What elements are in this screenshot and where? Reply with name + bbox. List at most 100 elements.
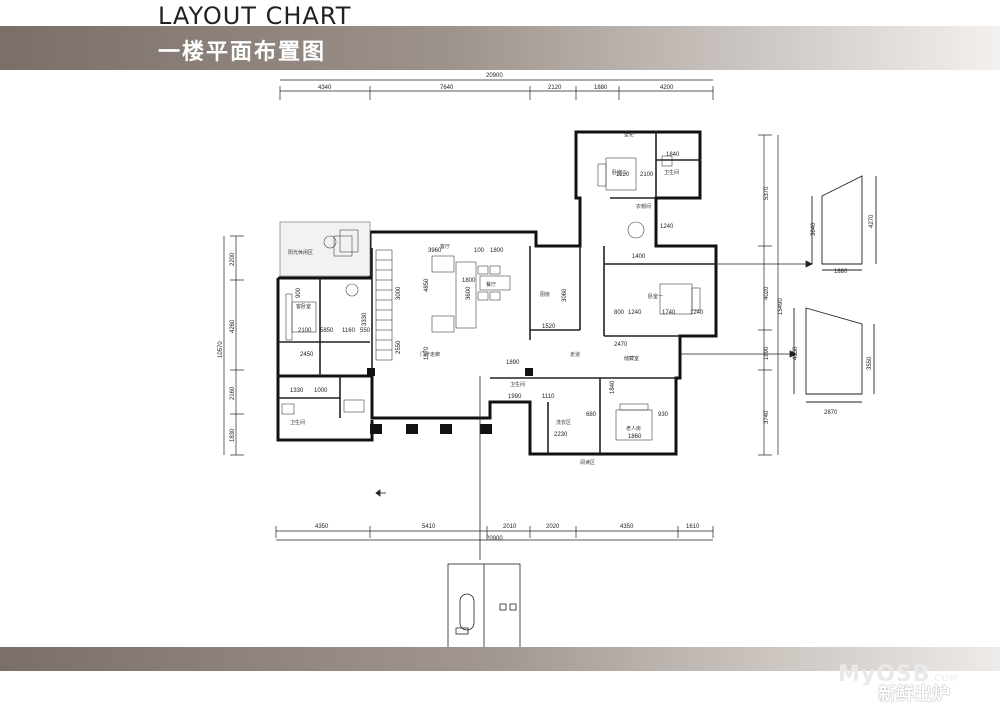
bottom-seg-2: 2010: [503, 524, 517, 530]
mid-bedroom: [659, 283, 701, 315]
inner-dim: 1400: [632, 254, 646, 260]
room-laundry: 洗衣区: [556, 419, 571, 426]
right-seg-1: 4020: [764, 286, 770, 300]
bottom-total-dim: 20900: [486, 536, 503, 542]
elev-upper-right: 4270: [869, 214, 875, 228]
inner-dim: 1740: [662, 310, 676, 316]
inner-dim: 3960: [428, 248, 442, 254]
elev-upper-left: 3640: [811, 222, 817, 236]
top-seg-4: 4200: [660, 85, 674, 91]
room-closet: 衣帽间: [636, 203, 651, 210]
room-hall: 门厅走廊: [420, 351, 440, 358]
page-title: LAYOUT CHART: [158, 2, 352, 30]
inner-dim: 1240: [690, 310, 704, 316]
room-reading: 阅读区: [580, 459, 595, 466]
elev-upper-width: 1880: [834, 269, 848, 275]
inner-dim: 1800: [490, 248, 504, 254]
room-living: 客厅: [440, 243, 450, 250]
room-bedroom-top: 卧室二: [612, 169, 627, 176]
elev-lower-right: 3550: [867, 356, 873, 370]
bottom-seg-1: 5410: [422, 524, 436, 530]
watermark: MyOSB.COM: [838, 662, 959, 687]
interior-walls: [278, 132, 716, 454]
bottom-dimension: [275, 526, 714, 541]
inner-dim: 3000: [396, 286, 402, 300]
top-seg-0: 4340: [318, 85, 332, 91]
bottom-seg-3: 2020: [546, 524, 560, 530]
watermark-text: MyOSB: [838, 662, 931, 687]
header-band: [0, 26, 1000, 70]
top-total-dim: 20900: [486, 73, 503, 79]
right-total-dim: 15490: [778, 298, 784, 315]
inner-dim: 1870: [424, 346, 430, 360]
room-bedroom-mid: 卧室一: [648, 293, 663, 300]
inner-dim: 1330: [290, 388, 304, 394]
inner-dim: 2470: [614, 342, 628, 348]
room-kitchen: 厨房: [540, 291, 550, 298]
inner-dim: 1000: [314, 388, 328, 394]
inner-dim: 1240: [628, 310, 642, 316]
top-seg-3: 1880: [594, 85, 608, 91]
inner-dim: 4850: [424, 278, 430, 292]
inner-dim: 1160: [342, 328, 356, 334]
top-seg-1: 7640: [440, 85, 454, 91]
inner-dim: 3060: [562, 288, 568, 302]
room-pantry: 壁柜: [624, 131, 634, 138]
room-bedroom-left: 客卧室: [296, 303, 311, 310]
detail-box: [447, 563, 521, 651]
elevation-lower: [793, 307, 875, 403]
inner-dim: 900: [296, 287, 302, 298]
elev-lower-width: 2870: [824, 410, 838, 416]
room-bath-center: 卫生间: [510, 381, 525, 388]
inner-dims: 3960 100 1800 1800 3600 3000 4850 3060 2…: [290, 152, 704, 440]
inner-dim: 680: [586, 412, 597, 418]
elevation-upper: [811, 175, 877, 271]
inner-dim: 1800: [462, 278, 476, 284]
inner-dim: 1840: [610, 380, 616, 394]
room-elder: 老人房: [626, 425, 641, 432]
room-dining: 餐厅: [486, 281, 496, 288]
room-bath-left: 卫生间: [290, 419, 305, 426]
top-segments: 4340 7640 2120 1880 4200: [318, 85, 674, 91]
inner-dim: 2450: [300, 352, 314, 358]
inner-dim: 2230: [554, 432, 568, 438]
top-seg-2: 2120: [548, 85, 562, 91]
bottom-seg-0: 4350: [315, 524, 329, 530]
page-subtitle: 一楼平面布置图: [158, 39, 327, 65]
living-furniture: [323, 229, 511, 333]
inner-dim: 1110: [542, 394, 555, 400]
top-bedroom: [597, 155, 673, 239]
inner-dim: 1890: [506, 360, 520, 366]
terrace-area: [279, 221, 371, 277]
left-seg-1: 4260: [230, 319, 236, 333]
inner-dim: 3600: [466, 286, 472, 300]
right-seg-0: 5370: [764, 186, 770, 200]
elev-lower-left: 4650: [793, 346, 799, 360]
inner-dim: 1220: [616, 172, 630, 178]
inner-dim: 100: [474, 248, 485, 254]
room-bath-top: 卫生间: [664, 169, 679, 176]
inner-dim: 930: [658, 412, 669, 418]
stair: [375, 249, 393, 361]
elder-room: [615, 403, 653, 441]
right-segments: 5370 4020 1890 3740 15490: [764, 186, 784, 424]
signature: 新鲜出炉: [878, 684, 950, 705]
right-dimension: [758, 134, 779, 456]
wall-columns: [367, 368, 533, 434]
inner-dim: 2100: [298, 328, 312, 334]
bottom-segments: 4350 5410 2010 2020 4350 1610: [315, 524, 700, 530]
left-segments: 2200 4260 2160 1830 10570: [218, 252, 236, 442]
inner-dim: 1520: [542, 324, 556, 330]
inner-dim: 800: [614, 310, 625, 316]
bottom-seg-5: 1610: [686, 524, 700, 530]
inner-dim: 550: [360, 328, 371, 334]
bottom-seg-4: 4350: [620, 524, 634, 530]
section-arrows: [375, 260, 813, 560]
room-corridor: 走道: [570, 351, 580, 358]
inner-dim: 1860: [628, 434, 642, 440]
inner-dim: 3330: [362, 312, 368, 326]
inner-dim: 5850: [320, 328, 334, 334]
left-bedroom: [281, 283, 365, 415]
top-dimension: [279, 79, 714, 100]
